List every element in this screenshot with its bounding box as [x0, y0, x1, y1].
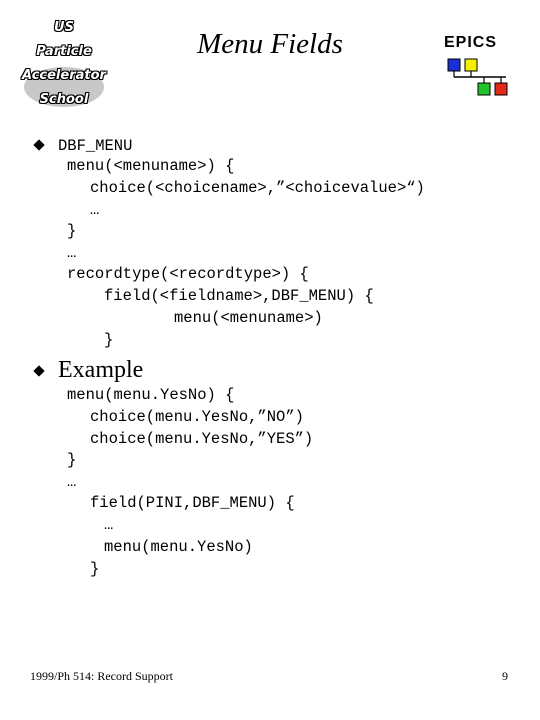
footer-course-label: 1999/Ph 514: Record Support [30, 669, 173, 683]
code-line: } [90, 560, 100, 578]
code-line: menu(menu.YesNo) { [67, 386, 235, 404]
code-line: field(PINI,DBF_MENU) { [90, 494, 295, 512]
code-line: menu(<menuname>) [174, 309, 323, 327]
epics-label: EPICS [444, 34, 498, 51]
code-line: … [67, 473, 77, 491]
code-line: … [104, 516, 114, 534]
bullet-icon [33, 365, 45, 377]
code-line: menu(<menuname>) { [67, 157, 235, 175]
epics-logo: EPICS [444, 32, 516, 102]
code-line: } [67, 451, 77, 469]
school-logo: US Particle Accelerator School [14, 12, 114, 110]
section-example-heading: Example [58, 357, 144, 383]
code-line: choice(menu.YesNo,”YES”) [90, 430, 314, 448]
code-line: recordtype(<recordtype>) { [67, 265, 309, 283]
code-line: … [90, 201, 100, 219]
bullet-icon [33, 139, 45, 151]
code-line: choice(menu.YesNo,”NO”) [90, 408, 304, 426]
code-line: menu(menu.YesNo) [104, 538, 253, 556]
section-dbf-menu-label: DBF_MENU [58, 137, 133, 155]
code-line: } [67, 222, 77, 240]
code-line: … [67, 244, 77, 262]
logo-text-school: School [39, 92, 89, 107]
epics-network-icon [447, 58, 508, 96]
page-number: 9 [502, 669, 508, 683]
logo-text-us: US [54, 20, 74, 35]
logo-ellipse-shape [24, 67, 104, 107]
logo-text-particle: Particle [36, 44, 92, 59]
code-line: field(<fieldname>,DBF_MENU) { [104, 287, 374, 305]
code-line: choice(<choicename>,”<choicevalue>“) [90, 179, 425, 197]
logo-text-accelerator: Accelerator [22, 68, 106, 83]
page-title: Menu Fields [197, 28, 343, 60]
code-line: } [104, 331, 114, 349]
